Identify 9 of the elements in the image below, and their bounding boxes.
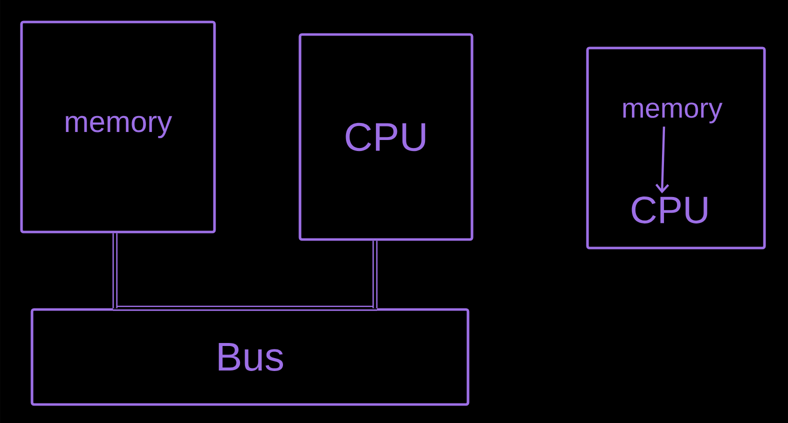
bus-box: Bus <box>30 308 470 406</box>
frame-box <box>586 46 766 250</box>
connector <box>655 126 670 194</box>
text-label: memory <box>623 102 722 124</box>
connector <box>372 240 378 308</box>
connector <box>112 233 118 308</box>
memory-box: memory <box>20 20 216 234</box>
cpu-box: CPU <box>298 33 474 241</box>
text-label: CPU <box>632 196 708 224</box>
